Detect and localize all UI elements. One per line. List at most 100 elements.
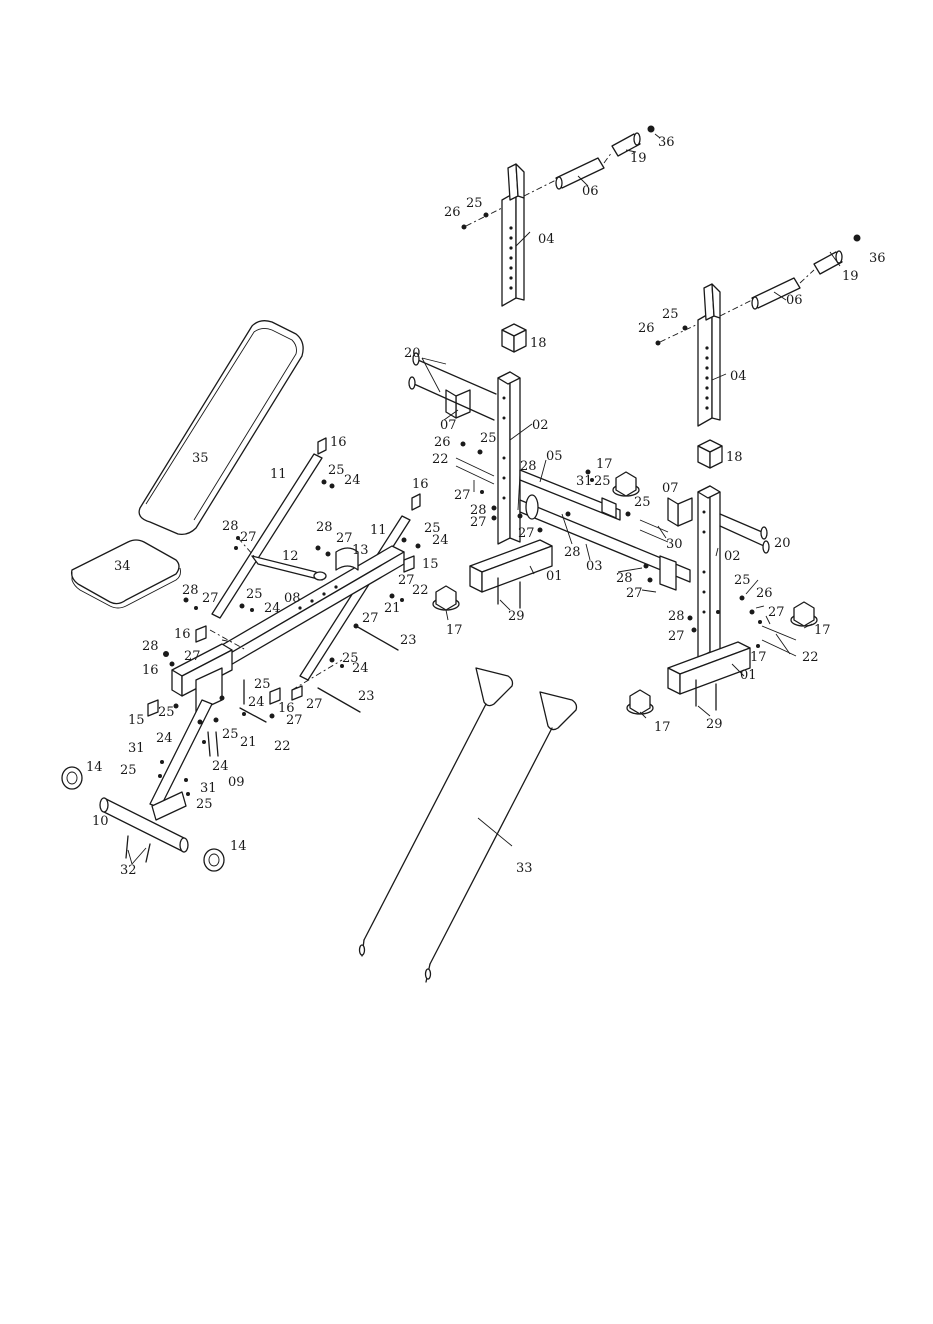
label-31: 31 xyxy=(576,474,593,489)
label-24: 24 xyxy=(156,731,173,746)
label-15: 15 xyxy=(128,713,145,728)
label-10: 10 xyxy=(92,814,109,829)
label-31: 31 xyxy=(128,741,145,756)
label-27: 27 xyxy=(362,611,379,626)
label-18: 18 xyxy=(530,336,547,351)
label-14: 14 xyxy=(230,839,247,854)
label-01: 01 xyxy=(546,569,563,584)
label-27: 27 xyxy=(518,526,535,541)
foot-cap-17-b xyxy=(612,471,640,497)
label-27: 27 xyxy=(470,515,487,530)
label-27: 27 xyxy=(336,531,353,546)
pin-20-right xyxy=(719,513,770,554)
label-26: 26 xyxy=(444,205,461,220)
insert-18-right xyxy=(697,439,723,469)
label-18: 18 xyxy=(726,450,743,465)
label-11: 11 xyxy=(370,523,387,538)
label-24: 24 xyxy=(264,601,281,616)
label-30: 30 xyxy=(666,537,683,552)
part-labels: 36 19 06 25 26 04 36 19 06 25 26 04 18 2… xyxy=(86,135,886,878)
label-08: 08 xyxy=(284,591,301,606)
label-25: 25 xyxy=(246,587,263,602)
back-pad-35 xyxy=(138,320,304,536)
label-04: 04 xyxy=(538,232,555,247)
bar-end-19-left xyxy=(611,132,641,157)
label-27: 17 xyxy=(750,650,767,665)
foam-roller-14-b xyxy=(203,848,225,872)
label-27: 27 xyxy=(768,605,785,620)
label-16: 16 xyxy=(412,477,429,492)
label-27: 27 xyxy=(184,649,201,664)
bracket-13 xyxy=(335,547,359,571)
base-01-right xyxy=(667,641,751,695)
label-24: 24 xyxy=(352,661,369,676)
label-23: 23 xyxy=(358,689,375,704)
label-16: 16 xyxy=(330,435,347,450)
label-20: 20 xyxy=(774,536,791,551)
label-28: 28 xyxy=(222,519,239,534)
leader-lines xyxy=(127,133,841,865)
label-07: 07 xyxy=(662,481,679,496)
label-22: 22 xyxy=(412,583,429,598)
label-27: 27 xyxy=(626,586,643,601)
label-33: 33 xyxy=(516,861,533,876)
foot-cap-17-d xyxy=(626,689,654,715)
label-29: 29 xyxy=(706,717,723,732)
label-17: 17 xyxy=(814,623,831,638)
bar-end-19-right xyxy=(813,250,843,275)
label-17: 17 xyxy=(446,623,463,638)
fasteners-right-frame xyxy=(455,441,797,711)
foam-roller-14-a xyxy=(61,766,83,790)
pin-20-left xyxy=(408,352,497,421)
label-34: 34 xyxy=(114,559,131,574)
foot-cap-17-c xyxy=(790,601,818,627)
bench-rail-11-left xyxy=(211,453,323,619)
label-28: 28 xyxy=(316,520,333,535)
label-27: 27 xyxy=(202,591,219,606)
label-09: 09 xyxy=(228,775,245,790)
label-25: 25 xyxy=(424,521,441,536)
upright-post-04-left xyxy=(501,163,525,307)
leg-09 xyxy=(149,699,213,821)
label-36: 36 xyxy=(869,251,886,266)
label-07: 07 xyxy=(440,418,457,433)
cable-33-b xyxy=(424,691,578,983)
label-16: 16 xyxy=(174,627,191,642)
label-15: 15 xyxy=(422,557,439,572)
label-28: 28 xyxy=(142,639,159,654)
label-25: 25 xyxy=(222,727,239,742)
upright-02-left xyxy=(497,371,521,545)
label-04: 04 xyxy=(730,369,747,384)
label-22: 22 xyxy=(274,739,291,754)
label-21: 21 xyxy=(240,735,257,750)
label-25: 25 xyxy=(120,763,137,778)
label-25: 25 xyxy=(342,651,359,666)
label-27: 27 xyxy=(454,488,471,503)
label-25: 25 xyxy=(466,196,483,211)
label-28: 28 xyxy=(668,609,685,624)
label-25: 25 xyxy=(158,705,175,720)
fasteners-bench xyxy=(147,437,421,796)
label-01: 01 xyxy=(740,668,757,683)
label-24: 24 xyxy=(212,759,229,774)
label-28: 28 xyxy=(564,545,581,560)
upright-02-right xyxy=(697,485,721,659)
crossbar-03 xyxy=(519,494,691,591)
arm-12 xyxy=(251,555,327,581)
label-25: 25 xyxy=(196,797,213,812)
label-11: 11 xyxy=(270,467,287,482)
label-28: 28 xyxy=(616,571,633,586)
label-17: 17 xyxy=(596,457,613,472)
label-13: 13 xyxy=(352,543,369,558)
label-25: 25 xyxy=(328,463,345,478)
frame-08 xyxy=(209,545,405,671)
label-26: 26 xyxy=(638,321,655,336)
bracket-07-right xyxy=(667,497,693,527)
label-26: 26 xyxy=(756,586,773,601)
label-24: 24 xyxy=(432,533,449,548)
label-06: 06 xyxy=(786,293,803,308)
label-27: 27 xyxy=(240,530,257,545)
label-24: 24 xyxy=(344,473,361,488)
label-26: 26 xyxy=(434,435,451,450)
